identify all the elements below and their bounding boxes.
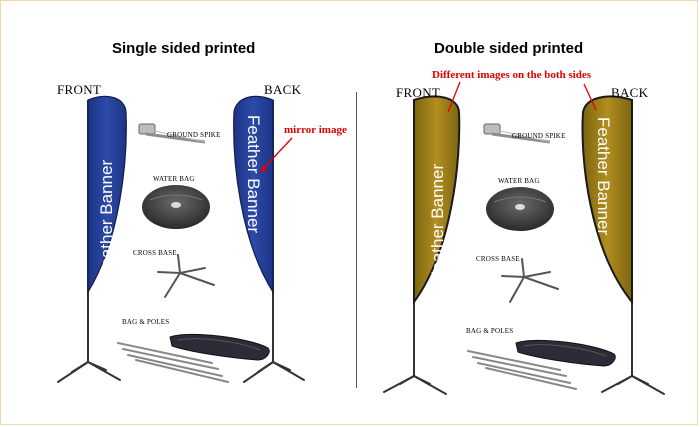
left-cross-base-label: CROSS BASE	[133, 249, 177, 257]
right-water-bag-icon	[486, 187, 554, 231]
right-front-label: FRONT	[396, 85, 441, 100]
front-callout-arrow	[447, 81, 461, 113]
left-back-flag-text: Feather Banner	[244, 115, 263, 233]
right-back-cross-base	[601, 375, 665, 395]
back-callout-arrow	[583, 83, 597, 111]
left-water-bag-icon	[142, 185, 210, 229]
right-front-cross-base	[383, 375, 447, 395]
single-sided-title: Single sided printed	[112, 40, 256, 57]
right-ground-spike-label: GROUND SPIKE	[512, 132, 566, 140]
different-images-callout: Different images on the both sides	[432, 69, 591, 81]
right-back-label: BACK	[611, 85, 649, 100]
right-ground-spike-icon	[483, 123, 551, 144]
left-water-bag-label: WATER BAG	[153, 175, 195, 183]
left-front-label: FRONT	[57, 82, 102, 97]
panel-divider	[356, 92, 357, 388]
left-front-flag-text: Feather Banner	[97, 160, 116, 278]
mirror-callout-arrow	[261, 137, 293, 171]
left-bag-poles-label: BAG & POLES	[122, 318, 170, 326]
left-ground-spike-label: GROUND SPIKE	[167, 131, 221, 139]
right-water-bag-label: WATER BAG	[498, 177, 540, 185]
left-bag-poles-icon	[117, 333, 270, 383]
right-back-flag: Feather Banner	[581, 95, 633, 376]
right-bag-poles-label: BAG & POLES	[466, 327, 514, 335]
double-sided-title: Double sided printed	[434, 40, 584, 57]
right-cross-base-icon	[501, 258, 559, 303]
left-back-flag: Feather Banner	[233, 95, 274, 362]
left-front-flag: Feather Banner	[87, 95, 127, 362]
left-front-cross-base	[57, 361, 121, 383]
right-front-flag-text: Feather Banner	[428, 164, 447, 282]
left-cross-base-icon	[157, 254, 215, 298]
left-back-label: BACK	[264, 82, 302, 97]
mirror-image-callout: mirror image	[284, 124, 347, 136]
right-back-flag-text: Feather Banner	[594, 117, 613, 235]
right-cross-base-label: CROSS BASE	[476, 255, 520, 263]
right-bag-poles-icon	[467, 339, 616, 390]
mirror-callout-arrowhead	[260, 165, 267, 173]
left-ground-spike-icon	[138, 123, 206, 144]
left-back-cross-base	[243, 361, 305, 383]
right-front-flag: Feather Banner	[413, 95, 461, 376]
